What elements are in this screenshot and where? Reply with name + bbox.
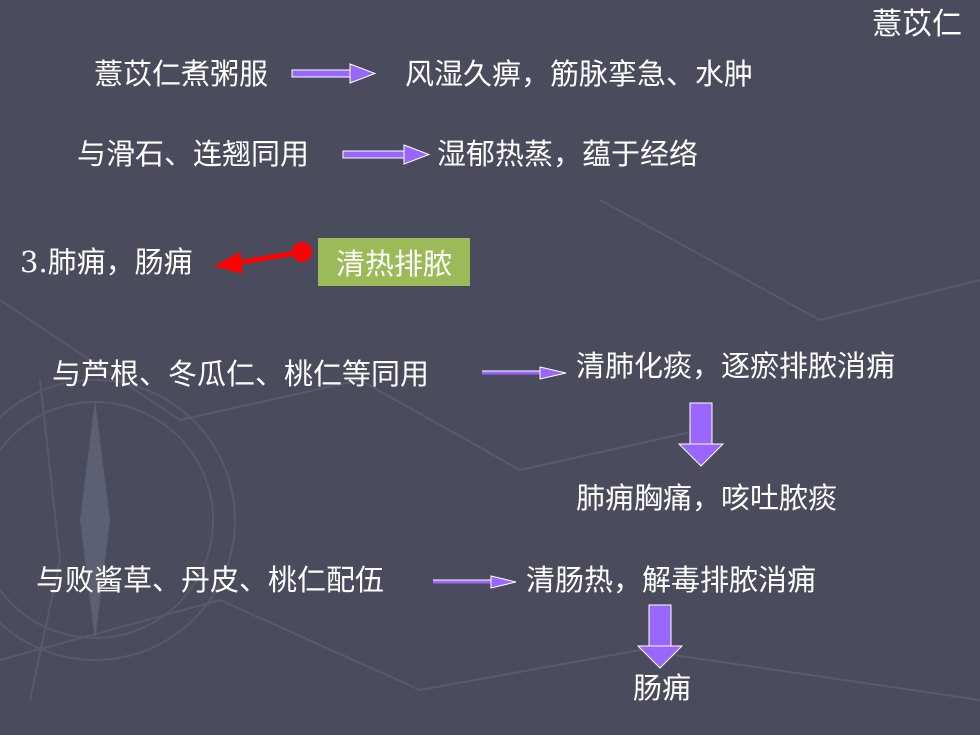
row2-right-text: 湿郁热蒸，蕴于经络 (437, 137, 699, 171)
row6-arrow-icon (433, 575, 517, 589)
clear-heat-badge: 清热排脓 (318, 238, 470, 286)
row1-right-text: 风湿久痹，筋脉挛急、水肿 (405, 57, 754, 91)
row4-down-arrow-icon (677, 402, 725, 467)
row6-left-text: 与败酱草、丹皮、桃仁配伍 (36, 563, 385, 597)
row4-right-text: 清肺化痰，逐瘀排脓消痈 (576, 349, 896, 383)
row2-left-text: 与滑石、连翘同用 (77, 137, 310, 171)
row1-left-text: 薏苡仁煮粥服 (94, 57, 269, 91)
row5-result-text: 肺痈胸痛，咳吐脓痰 (576, 481, 838, 515)
row6-right-text: 清肠热，解毒排脓消痈 (526, 563, 817, 597)
row3-left-text: 3.肺痈，肠痈 (20, 245, 193, 279)
row4-left-text: 与芦根、冬瓜仁、桃仁等同用 (52, 357, 430, 391)
row4-arrow-icon (482, 366, 567, 380)
row1-arrow-icon (291, 63, 377, 84)
row2-arrow-icon (342, 144, 431, 165)
row6-down-arrow-icon (636, 604, 684, 669)
corner-title: 薏苡仁 (872, 7, 962, 42)
row7-result-text: 肠痈 (633, 671, 692, 705)
red-pointer-arrow-icon (214, 242, 312, 274)
